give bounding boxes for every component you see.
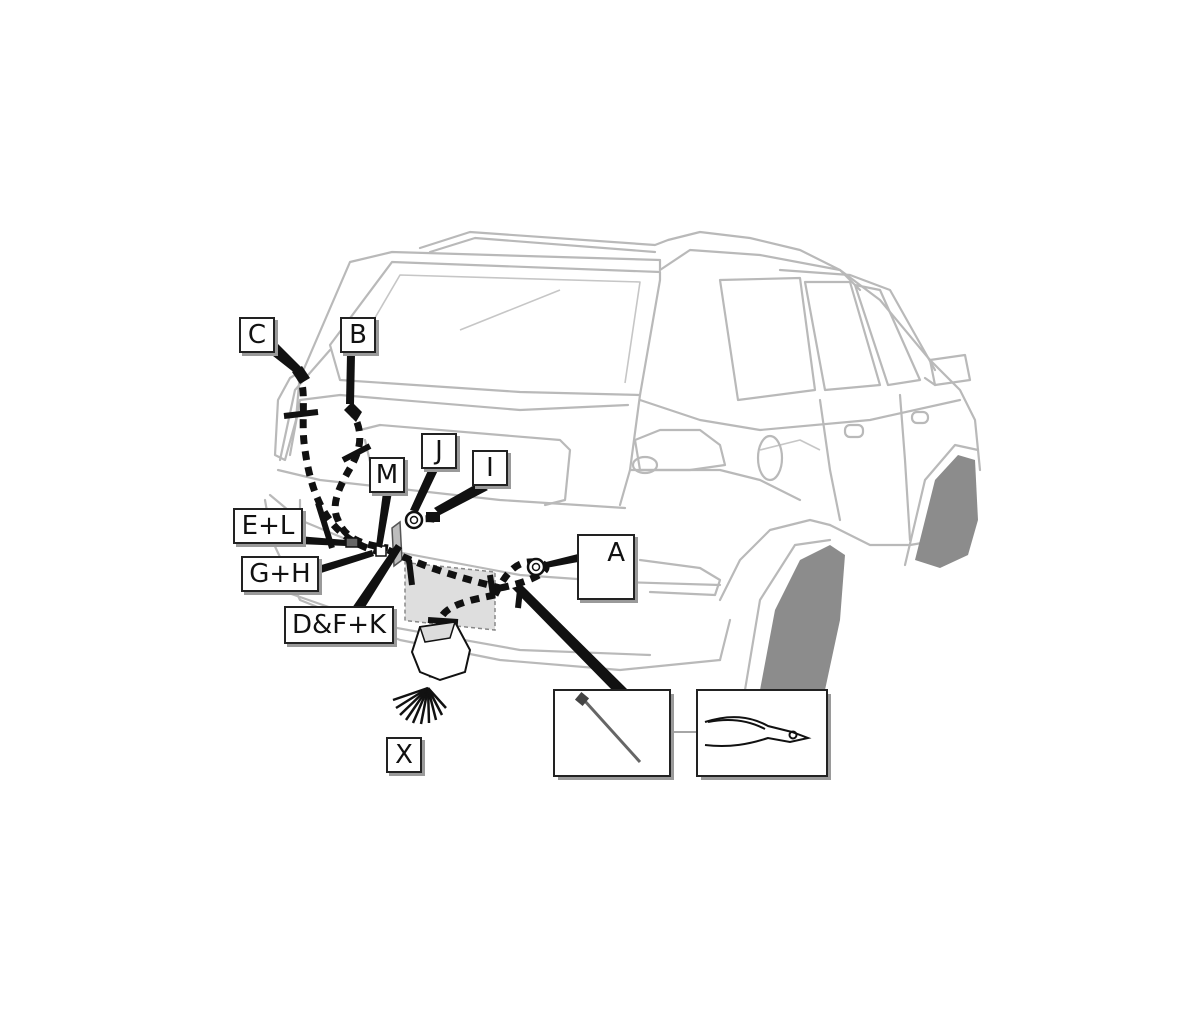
leader-pointers <box>268 344 696 733</box>
label-m: M <box>369 457 405 493</box>
label-e-plus-l: E+L <box>233 508 303 544</box>
car-outline <box>263 230 982 692</box>
label-x: X <box>386 737 422 773</box>
ring-terminal-j-icon <box>404 510 424 530</box>
ground-ring-a-icon <box>526 557 546 577</box>
connector-el-icon <box>345 537 359 548</box>
connector-b-icon <box>344 402 362 422</box>
label-g-plus-h: G+H <box>241 556 319 592</box>
components <box>292 366 546 725</box>
wire-main <box>386 546 501 592</box>
wire-c <box>294 370 381 556</box>
label-a: A <box>577 534 635 600</box>
pliers-box <box>696 689 828 777</box>
wire-x <box>428 591 496 681</box>
label-d-f-plus-k: D&F+K <box>284 606 394 644</box>
wire-b <box>331 406 389 552</box>
cable-tie-icon <box>574 691 642 764</box>
side-cutter-pliers-icon <box>704 716 812 748</box>
connector-i-icon <box>426 512 440 522</box>
label-i: I <box>472 450 508 486</box>
label-c: C <box>239 317 275 353</box>
loose-wire-ends-icon <box>392 686 447 725</box>
label-j: J <box>421 433 457 469</box>
tools <box>553 689 831 780</box>
label-b: B <box>340 317 376 353</box>
